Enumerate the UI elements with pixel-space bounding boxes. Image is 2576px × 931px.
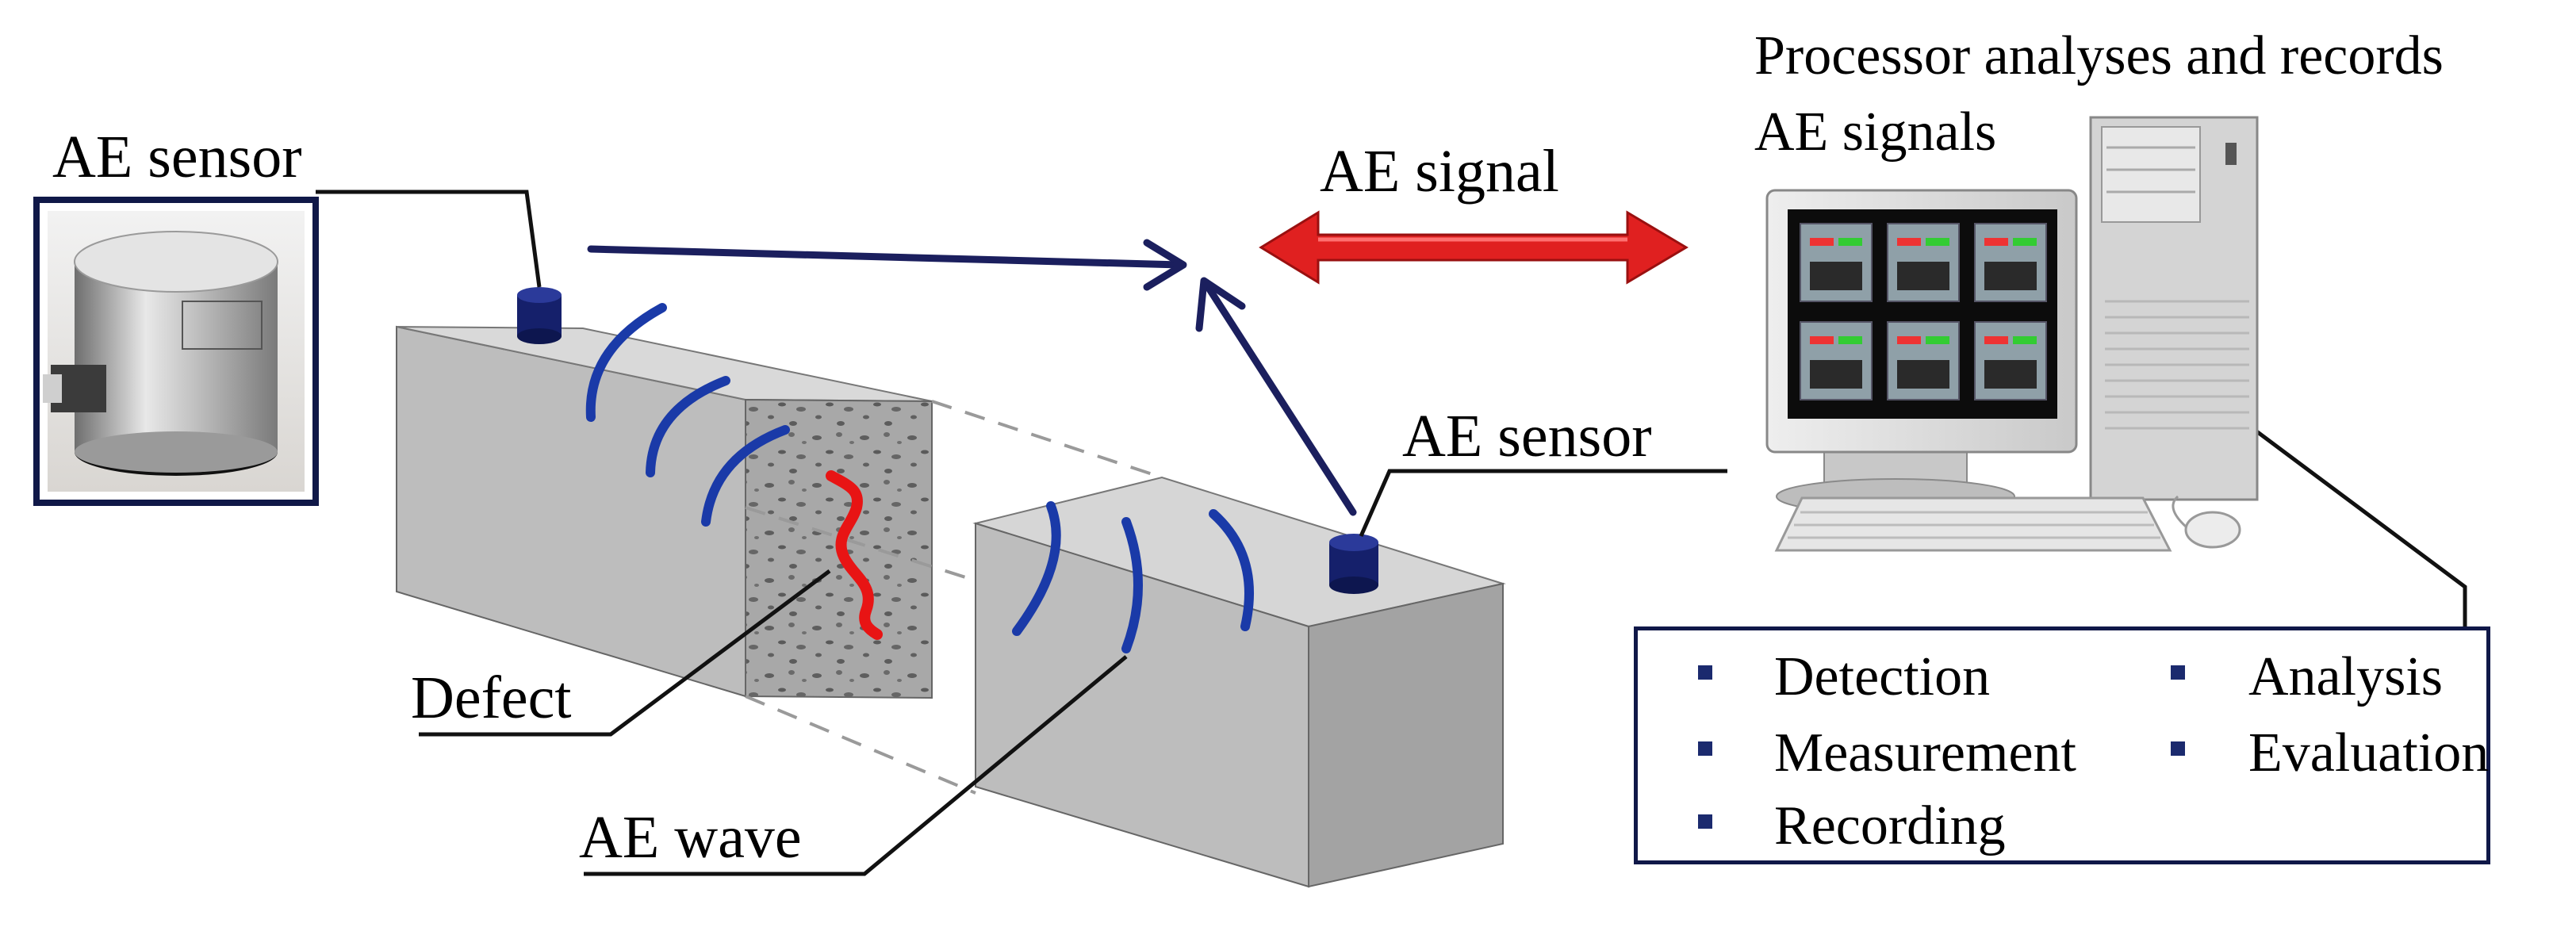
- gap-connectors: [745, 400, 1163, 795]
- label-processor-line2: AE signals: [1754, 102, 1997, 163]
- label-sensor-left: AE sensor: [52, 124, 302, 190]
- convergence-arrows: [587, 239, 1357, 516]
- label-wave: AE wave: [579, 804, 802, 871]
- sensor-left-mount: [517, 287, 562, 344]
- bullet-icon: [1698, 665, 1712, 680]
- signal-double-arrow: [1259, 210, 1689, 285]
- label-signal: AE signal: [1320, 138, 1559, 205]
- function-detection: Detection: [1774, 646, 1991, 707]
- bullet-icon: [2171, 665, 2185, 680]
- leader-lines: [316, 190, 2467, 876]
- defect-crack: [826, 470, 883, 640]
- sensor-photo: [33, 197, 319, 506]
- label-processor-line1: Processor analyses and records: [1754, 25, 2444, 86]
- bullet-icon: [1698, 741, 1712, 756]
- function-measurement: Measurement: [1774, 722, 2076, 783]
- bullet-icon: [2171, 741, 2185, 756]
- screen-panels: [1800, 223, 2047, 400]
- function-analysis: Analysis: [2248, 646, 2443, 707]
- bullet-icon: [1698, 814, 1712, 829]
- sensor-right-mount: [1329, 534, 1378, 594]
- label-sensor-right: AE sensor: [1402, 403, 1652, 469]
- label-defect: Defect: [411, 665, 572, 731]
- function-recording: Recording: [1774, 795, 2006, 856]
- computer: [1765, 116, 2259, 552]
- functions-box: Detection Analysis Measurement Evaluatio…: [1634, 626, 2490, 864]
- function-evaluation: Evaluation: [2248, 722, 2490, 783]
- ae-waves: [585, 303, 1254, 653]
